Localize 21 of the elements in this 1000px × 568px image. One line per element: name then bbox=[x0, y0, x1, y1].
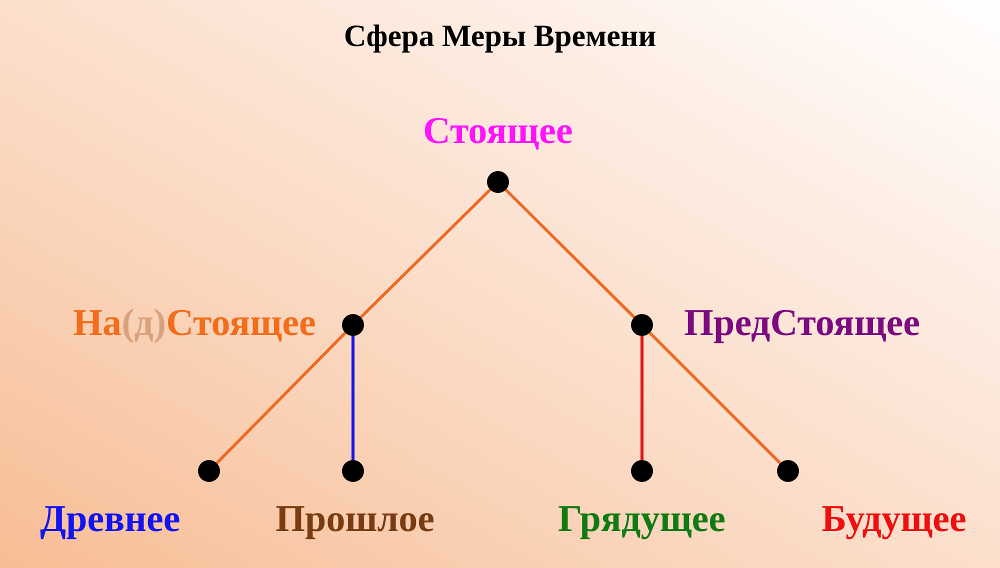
connector-line bbox=[504, 188, 636, 318]
connector-line bbox=[216, 332, 346, 464]
node-dot bbox=[487, 171, 509, 193]
node-dot bbox=[777, 460, 799, 482]
node-label: Прошлое bbox=[276, 499, 434, 541]
connector-line bbox=[360, 188, 492, 318]
node-label: ПредСтоящее bbox=[684, 303, 920, 345]
node-dot bbox=[631, 460, 653, 482]
connector-line bbox=[640, 336, 644, 460]
node-dot bbox=[631, 314, 653, 336]
node-label: Стоящее bbox=[423, 111, 573, 153]
connector-line bbox=[648, 332, 782, 464]
connector-line bbox=[352, 336, 354, 460]
node-label: Будущее bbox=[822, 499, 966, 541]
diagram-title: Сфера Меры Времени bbox=[344, 18, 656, 54]
node-label: На(д)Стоящее bbox=[73, 303, 316, 345]
node-dot bbox=[198, 460, 220, 482]
node-dot bbox=[342, 314, 364, 336]
node-label: Грядущее bbox=[558, 499, 726, 541]
node-label: Древнее bbox=[40, 499, 180, 541]
node-dot bbox=[342, 460, 364, 482]
